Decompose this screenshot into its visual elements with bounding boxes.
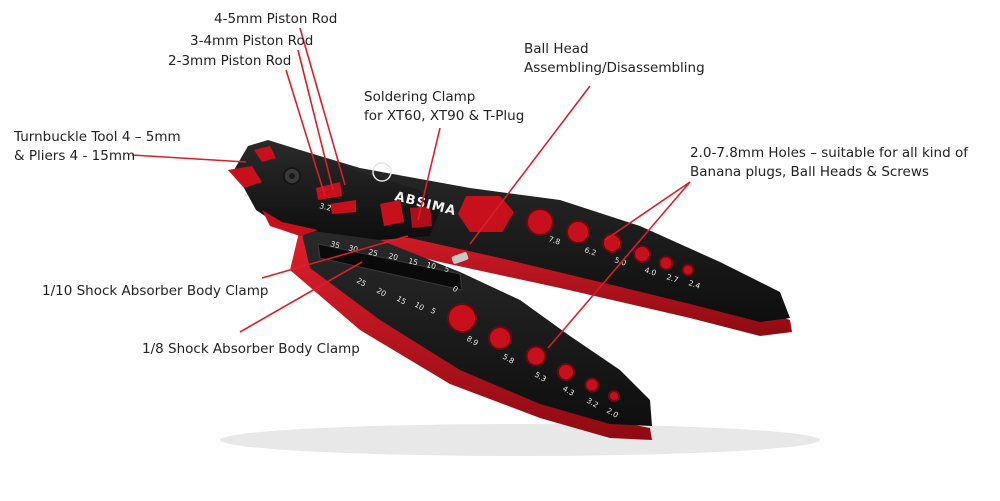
leader-lines [131,27,691,349]
scale-tick-label: 5 [429,306,438,316]
leader-line-holes-lower [547,181,691,349]
label-turnbuckle-line2: & Pliers 4 - 15mm [14,148,136,164]
label-holes-line1: 2.0-7.8mm Holes – suitable for all kind … [690,145,968,161]
tool-hole [602,233,622,253]
piston-rod-notch [330,200,356,214]
leader-line-shock8 [239,261,363,333]
scale-tick-label: 35 [330,239,342,250]
leader-line-rod-45 [299,27,346,186]
leader-line-rod-23 [285,69,326,197]
scale-tick-label: 15 [395,294,408,307]
label-shock-1-10: 1/10 Shock Absorber Body Clamp [42,283,269,299]
hole-size-label: 7.8 [547,234,561,246]
tool-hole [525,345,547,367]
scale-tick-label: 10 [413,300,426,313]
tool-hole [584,377,600,393]
label-piston-rod-2-3: 2-3mm Piston Rod [168,53,292,69]
label-ball-head-line2: Assembling/Disassembling [524,60,705,76]
label-soldering-line2: for XT60, XT90 & T-Plug [364,108,525,124]
soldering-clamp-slot [410,206,432,228]
shadow [220,424,820,456]
hole-size-label: 2.7 [665,272,679,284]
tool-hole [447,303,477,333]
jaw-red-accent [254,146,276,162]
leader-line-turnbuckle [131,154,247,163]
shock-body-slot [317,243,463,291]
leader-line-soldering [417,127,441,221]
hole-size-label: 4.0 [643,265,657,277]
scale-top: 35 30 25 20 15 10 5 [330,239,451,274]
jaw-red-accent-lower [262,210,318,236]
tool-hole [633,245,651,263]
label-ball-head-line1: Ball Head [524,41,589,57]
tool-hole [488,326,512,350]
jaw-opening [228,166,262,188]
tool-hole [681,263,695,277]
leader-line-holes-upper [604,181,691,241]
label-shock-1-8: 1/8 Shock Absorber Body Clamp [142,341,360,357]
soldering-clamp-slot [380,200,404,226]
jaw-size-mark: 3.2 [319,201,333,213]
leader-line-rod-34 [297,49,334,191]
scale-tick-label: 15 [408,256,420,267]
leader-line-ball-head [469,85,591,245]
tool-hole [566,220,590,244]
label-piston-rod-4-5: 4-5mm Piston Rod [214,11,338,27]
brand-logo-icon [372,162,392,182]
hole-size-label: 2.4 [687,278,701,290]
scale-bottom: 25 20 15 10 5 0 [355,276,460,316]
scale-tick-label: 20 [388,251,400,262]
label-turnbuckle-line1: Turnbuckle Tool 4 – 5mm [14,129,181,145]
scale-tick-label: 0 [451,284,460,294]
label-soldering-line1: Soldering Clamp [364,89,476,105]
tool-hole [608,390,620,402]
leader-line-shock10 [261,235,409,279]
tool-hole [526,208,554,236]
spring-bolt [451,252,469,264]
tool-hole [557,363,575,381]
hole-size-label: 6.2 [583,245,597,257]
scale-tick-label: 30 [348,243,360,254]
label-holes-line2: Banana plugs, Ball Heads & Screws [690,164,929,180]
upper-hole-row: 7.8 6.2 5.0 4.0 2.7 2.4 [526,208,702,291]
scale-tick-label: 10 [426,260,438,271]
pivot-center [289,173,295,179]
scale-tick-label: 20 [375,286,388,299]
tool-hole [658,255,674,271]
scale-tick-label: 25 [368,247,380,258]
scale-tick-label: 5 [444,264,451,274]
label-piston-rod-3-4: 3-4mm Piston Rod [190,33,314,49]
scale-tick-label: 25 [355,276,368,289]
